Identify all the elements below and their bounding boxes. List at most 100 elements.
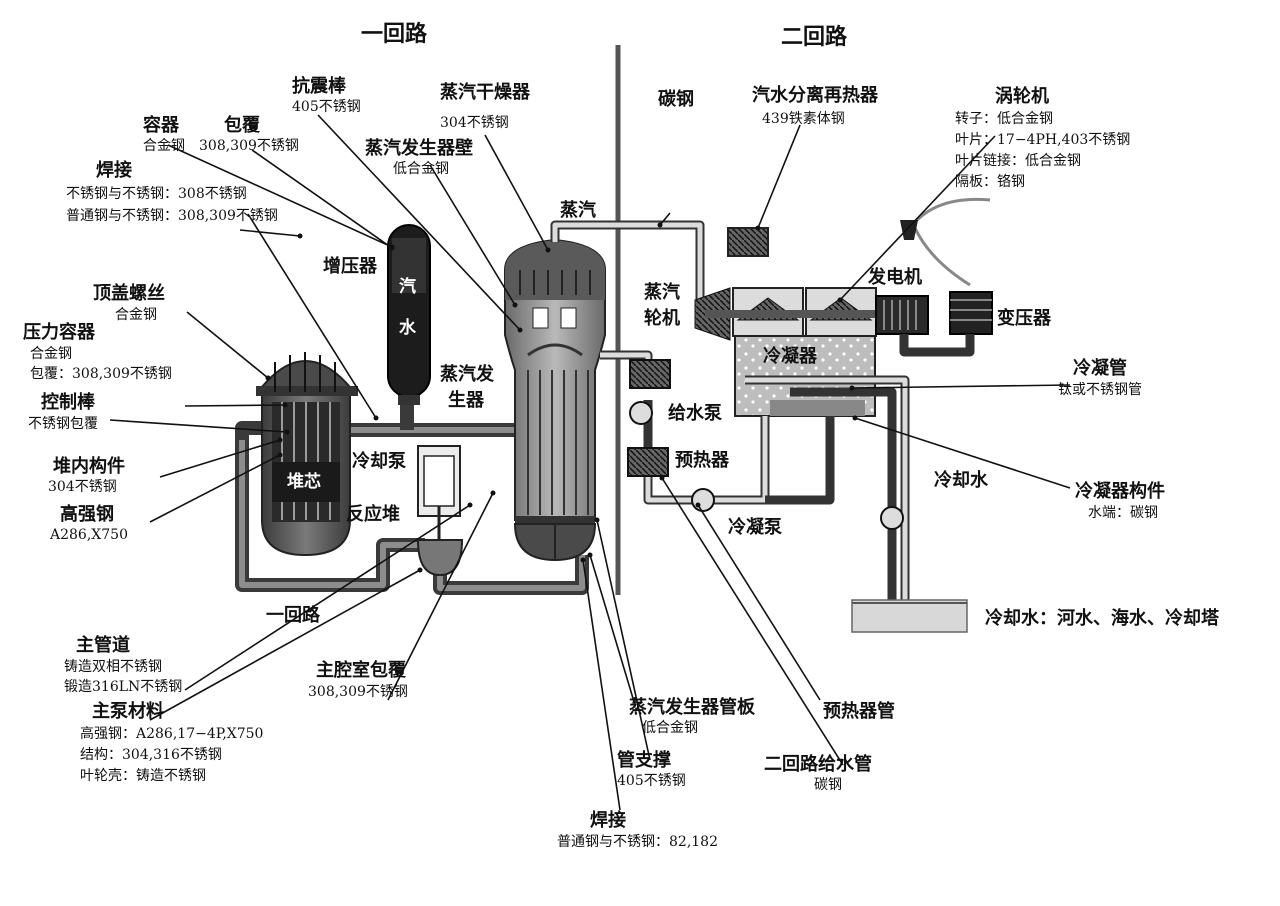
callout-title: 冷凝管 <box>1073 357 1127 379</box>
pressurizer-label: 增压器 <box>323 255 378 277</box>
callout-title: 包覆 <box>224 114 261 136</box>
condenser: 冷凝器 <box>734 335 910 600</box>
callout-title: 焊接 <box>590 809 626 831</box>
leader-arrowhead <box>467 502 473 508</box>
cooling-water-basin <box>851 506 968 633</box>
leader-arrowhead <box>849 385 855 391</box>
leader-line <box>484 134 549 251</box>
leader-line <box>661 477 844 766</box>
callout-detail: 铸造双相不锈钢 <box>64 659 162 675</box>
leader-line <box>854 417 1071 489</box>
leader-line <box>757 124 801 229</box>
callout-title: 容器 <box>143 114 180 136</box>
leader-arrowhead <box>512 302 518 308</box>
leader-arrowhead <box>417 567 423 573</box>
callout-detail: 合金钢 <box>143 138 185 154</box>
reactor-label: 反应堆 <box>346 503 400 525</box>
callout-title: 压力容器 <box>23 321 96 343</box>
callout-title: 蒸汽干燥器 <box>440 81 531 103</box>
steam-pipe-label: 蒸汽 <box>560 199 596 221</box>
callout-detail: 304不锈钢 <box>48 479 117 495</box>
steam-line <box>550 220 705 300</box>
primary-loop-header: 一回路 <box>361 21 428 47</box>
leader-line <box>149 454 281 523</box>
callout-title: 主泵材料 <box>92 700 164 722</box>
callout-detail: 308,309不锈钢 <box>308 684 408 700</box>
steam-generator-label-2: 生器 <box>448 389 485 411</box>
callout-main-pump: 主泵材料高强钢：A286,17−4P,X750结构：304,316不锈钢叶轮壳：… <box>80 700 263 784</box>
callout-detail: 低合金钢 <box>642 720 698 736</box>
cooling-water-label: 冷却水 <box>934 469 989 491</box>
steam-turbine-label-1: 蒸汽 <box>644 281 680 303</box>
coolant-pump <box>416 445 464 577</box>
leader-line <box>659 212 671 226</box>
leader-arrowhead <box>517 327 523 333</box>
callout-detail: 405不锈钢 <box>292 99 361 115</box>
callout-title: 碳钢 <box>658 88 694 110</box>
leader-line <box>582 559 621 811</box>
leader-line <box>589 554 636 706</box>
leader-line <box>239 229 301 237</box>
callout-detail: 锻造316LN不锈钢 <box>64 679 182 695</box>
steam-generator <box>504 238 606 562</box>
preheater-label: 预热器 <box>675 449 730 471</box>
pressurizer-steam-label: 汽 <box>399 276 416 297</box>
callout-detail: 不锈钢包覆 <box>28 416 98 432</box>
leader-arrowhead <box>297 233 303 239</box>
callout-steam-dryer: 蒸汽干燥器 304不锈钢 <box>440 81 531 131</box>
leader-line <box>149 569 421 721</box>
leader-arrowhead <box>277 452 283 458</box>
leader-arrowhead <box>284 429 290 435</box>
leader-line <box>184 404 286 407</box>
leader-line <box>429 164 516 306</box>
callout-detail: 439铁素体钢 <box>762 111 845 127</box>
callout-title: 顶盖螺丝 <box>93 282 165 304</box>
leader-line <box>167 144 393 248</box>
callout-title: 冷却水：河水、海水、冷却塔 <box>985 607 1220 629</box>
callout-detail: 普通钢与不锈钢：82,182 <box>557 834 718 850</box>
callout-title: 管支撑 <box>617 749 671 771</box>
leader-arrowhead <box>659 475 665 481</box>
callout-detail: 碳钢 <box>814 777 842 793</box>
generator-and-transformer <box>875 197 993 357</box>
leader-line <box>697 504 821 701</box>
feed-pump-label: 给水泵 <box>668 402 722 424</box>
callout-preheater-tube: 预热器管 <box>823 700 895 722</box>
leader-line <box>251 149 393 249</box>
pressurizer-water-label: 水 <box>399 317 417 338</box>
generator-label: 发电机 <box>867 266 922 288</box>
leader-line <box>184 504 471 691</box>
callout-carbon-steel: 碳钢 <box>658 88 694 110</box>
callout-detail: 转子：低合金钢 <box>955 111 1053 127</box>
callout-title: 堆内构件 <box>53 455 125 477</box>
steam-generator-label-1: 蒸汽发 <box>440 363 495 385</box>
leader-arrowhead <box>277 437 283 443</box>
callout-title: 预热器管 <box>823 700 895 722</box>
callout-title: 汽水分离再热器 <box>752 84 879 106</box>
leader-line <box>317 114 521 331</box>
condensate-pump-label: 冷凝泵 <box>728 516 782 538</box>
leader-line <box>596 519 651 761</box>
leader-arrowhead <box>594 517 600 523</box>
leader-arrowhead <box>587 552 593 558</box>
leader-arrowhead <box>755 225 761 231</box>
callout-detail: 304不锈钢 <box>440 115 509 131</box>
leader-line <box>186 311 269 379</box>
leader-arrowhead <box>545 247 551 253</box>
callout-detail: 隔板：铬钢 <box>955 174 1025 190</box>
callout-detail: A286,X750 <box>49 527 128 543</box>
